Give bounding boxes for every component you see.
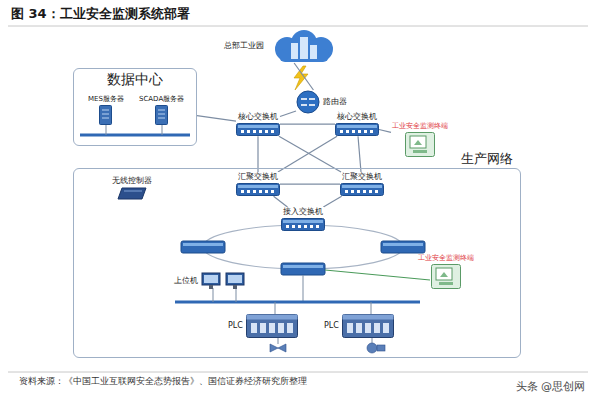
connector-line [278, 136, 337, 172]
switch-icon [340, 183, 384, 196]
device-label: 总部工业园 [223, 41, 265, 50]
switch-node: 核心交换机 [335, 112, 379, 136]
lightning-symbol [294, 66, 308, 90]
device-label: 上位机 [173, 276, 199, 285]
server-icon [99, 105, 112, 125]
switch-node: 接入交换机 [281, 207, 325, 231]
connector-line [280, 111, 296, 117]
device-label: 工业安全监测终端 [417, 254, 475, 262]
plc-icon [246, 314, 298, 338]
plc-node: PLC [323, 314, 394, 338]
terminal-icon [405, 132, 435, 157]
switch-icon [340, 183, 384, 196]
figure-title: 图 34：工业安全监测系统部署 [10, 7, 191, 22]
access-switch [181, 241, 425, 275]
region-title: 生产网络 [460, 152, 514, 167]
rule-line [8, 372, 588, 373]
wire [162, 124, 163, 135]
region-box: 数据中心 MES服务器 SCADA服务器 [73, 68, 197, 146]
router-icon [296, 90, 320, 114]
router-node: 路由器 [296, 90, 348, 114]
plc-icon [246, 314, 298, 338]
connector-line [280, 183, 340, 184]
switch-icon [335, 123, 379, 136]
plc-icon [342, 314, 394, 338]
cloud-icon [267, 29, 341, 63]
ring-network [203, 225, 403, 269]
connector-line [280, 123, 335, 124]
terminal-node: 工业安全监测终端 [417, 254, 475, 289]
switch-icon [236, 123, 280, 136]
device-label: 无线控制器 [111, 176, 153, 185]
router-icon [296, 90, 320, 114]
field-bus [175, 301, 420, 304]
device-label: 核心交换机 [336, 112, 378, 121]
terminal-icon [405, 132, 435, 157]
switch-icon [335, 123, 379, 136]
switch-icon [236, 183, 280, 196]
device-label: 汇聚交换机 [341, 172, 383, 181]
region-box: 生产网络无线控制器汇聚交换机汇聚交换机接入交换机工业安全监测终端上位机PLCPL… [73, 168, 521, 358]
connector-line [294, 63, 313, 90]
device-label: PLC [323, 321, 340, 330]
connector-line [358, 136, 361, 172]
device-label: PLC [227, 321, 244, 330]
device-label: 接入交换机 [282, 207, 324, 216]
controller-node: 无线控制器 [111, 176, 153, 200]
server-icon [155, 105, 168, 125]
device-label: 核心交换机 [237, 112, 279, 121]
server-bus [80, 134, 190, 137]
plc-icon [342, 314, 394, 338]
wire [106, 124, 107, 135]
connector-line [323, 196, 341, 207]
connector-line [197, 116, 236, 121]
terminal-icon [431, 264, 461, 289]
device-label: 汇聚交换机 [237, 172, 279, 181]
plc-node: PLC [227, 314, 298, 338]
connector-line [274, 196, 288, 207]
watermark: 头条 @思创网 [515, 381, 587, 394]
connector-line [379, 129, 391, 132]
wire [275, 302, 276, 316]
device-label: SCADA服务器 [138, 95, 185, 103]
switch-icon [236, 123, 280, 136]
wire [213, 288, 214, 302]
computer-icon [201, 272, 247, 290]
cloud-icon [267, 29, 341, 63]
switch-node: 汇聚交换机 [340, 172, 384, 196]
cloud-node: 总部工业园 [223, 29, 341, 63]
switch-node: 核心交换机 [236, 112, 280, 136]
computer-icon [201, 272, 247, 290]
device-label: 工业安全监测终端 [391, 122, 449, 130]
wire [371, 302, 372, 316]
connector-line [257, 136, 258, 172]
device-label: 路由器 [322, 97, 348, 106]
server-icon [155, 105, 168, 125]
monitor-wire [325, 270, 430, 280]
controller-icon [117, 187, 147, 200]
field-device [270, 338, 385, 353]
switch-node: 汇聚交换机 [236, 172, 280, 196]
wire [236, 288, 237, 302]
switch-icon [281, 218, 325, 231]
server-node: SCADA服务器 [138, 95, 185, 125]
server-icon [99, 105, 112, 125]
region-title: 数据中心 [106, 71, 164, 87]
terminal-node: 工业安全监测终端 [391, 122, 449, 157]
source-caption: 资料来源：《中国工业互联网安全态势报告》、国信证券经济研究所整理 [18, 376, 308, 386]
terminal-icon [431, 264, 461, 289]
controller-icon [117, 187, 147, 200]
switch-icon [281, 218, 325, 231]
computer-node: 上位机 [173, 272, 247, 290]
device-label: MES服务器 [87, 95, 125, 103]
server-node: MES服务器 [87, 95, 125, 125]
switch-icon [236, 183, 280, 196]
wire [303, 275, 304, 302]
connector-line [279, 136, 341, 172]
rule-line [8, 26, 588, 27]
